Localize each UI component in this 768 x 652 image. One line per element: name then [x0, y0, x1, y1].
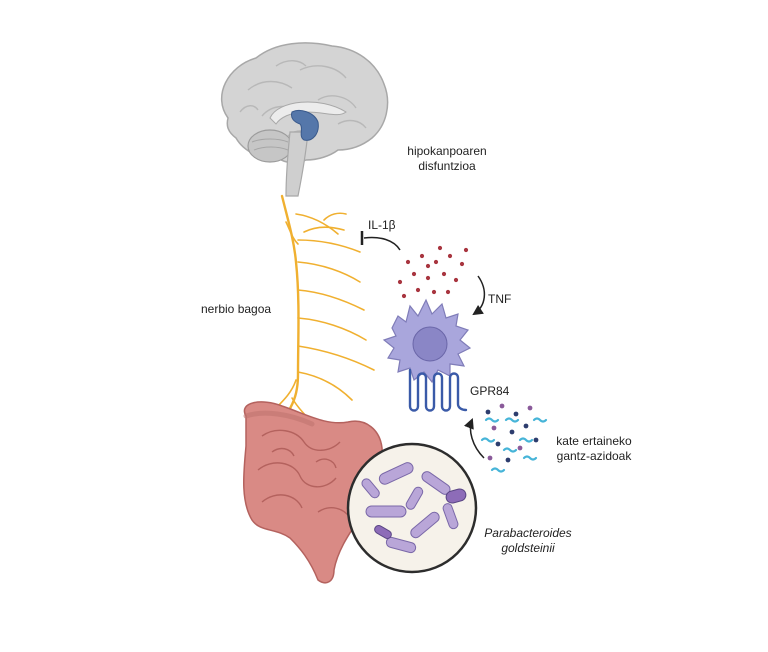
arrows	[360, 231, 486, 459]
hippocampus-label-line2: disfuntzioa	[418, 159, 476, 173]
scfa-dots	[480, 403, 548, 473]
brain-icon	[220, 42, 389, 197]
bacteria-magnifier-icon	[346, 442, 478, 574]
cytokine-dots	[397, 245, 469, 299]
scfa-label-line2: gantz-azidoak	[556, 449, 632, 463]
hippocampus-label-line1: hipokanpoaren	[407, 144, 487, 158]
hippocampus-label: hipokanpoaren disfuntzioa	[392, 144, 502, 174]
gpcr-receptor-icon	[408, 368, 468, 412]
tnf-arrow	[472, 275, 486, 316]
scfa-label: kate ertaineko gantz-azidoak	[540, 434, 648, 464]
bacteria-label-line1: Parabacteroides	[484, 526, 572, 540]
vagus-nerve-icon	[275, 194, 375, 425]
bacteria-label: Parabacteroides goldsteinii	[474, 526, 582, 556]
inhibition-arrow	[363, 236, 401, 251]
bacteria-label-line2: goldsteinii	[501, 541, 555, 555]
intestine-icon	[242, 401, 384, 584]
gpr84-label: GPR84	[470, 384, 510, 398]
scfa-arrow	[464, 418, 485, 459]
tnf-label: TNF	[488, 292, 512, 306]
macrophage-icon	[382, 298, 472, 384]
scfa-label-line1: kate ertaineko	[556, 434, 632, 448]
vagus-nerve-label: nerbio bagoa	[201, 302, 272, 316]
il1b-label: IL-1β	[368, 218, 396, 232]
